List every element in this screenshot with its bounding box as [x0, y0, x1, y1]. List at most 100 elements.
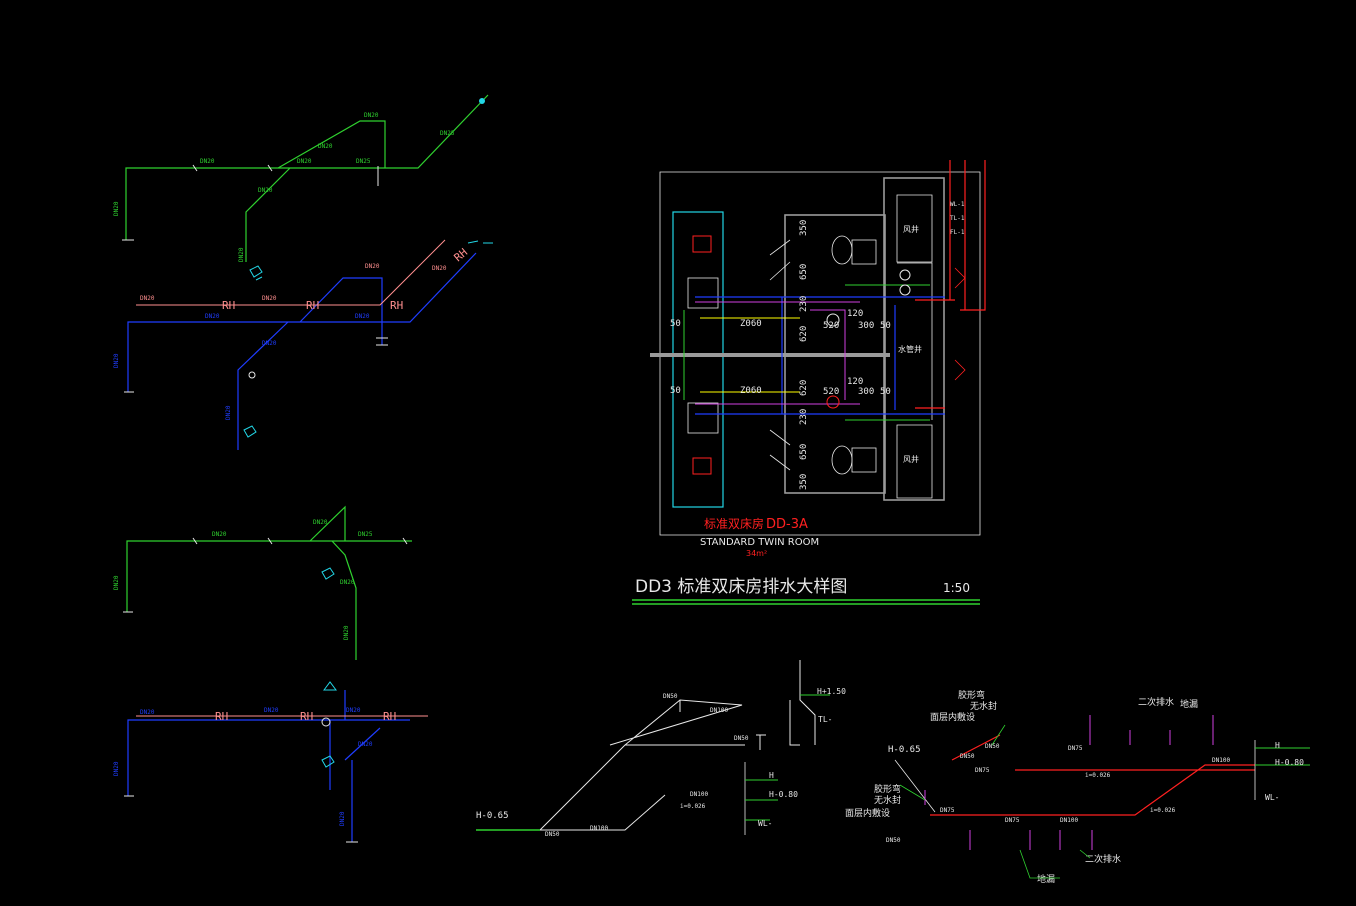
dim-z060: Z060 — [740, 386, 762, 396]
drainage-isometric-right: H-0.65 H H-0.80 WL- i=0.026 i=0.026 胶形弯 … — [845, 689, 1310, 885]
elev-h080: H-0.80 — [1275, 758, 1304, 767]
shaft-wall — [883, 177, 945, 501]
elev-h065: H-0.65 — [476, 811, 509, 821]
dim-120: 120 — [847, 377, 863, 387]
dim-520: 520 — [823, 321, 839, 331]
label-wl1: WL-1 — [950, 201, 965, 208]
dim-650: 650 — [799, 444, 809, 460]
dim-350: 350 — [799, 220, 809, 236]
isometric-hot-water-upper: RH RH RH RH DN20 DN20 DN20 DN20 DN20 DN2… — [113, 239, 493, 450]
dim-230: 230 — [799, 296, 809, 312]
elev-h: H — [1275, 741, 1280, 750]
label-dn20: DN20 — [364, 112, 379, 119]
label-dn50: DN50 — [663, 693, 678, 700]
label-slope: i=0.026 — [1085, 772, 1111, 779]
label-dn20: DN20 — [365, 263, 380, 270]
label-fl1: FL-1 — [950, 229, 965, 236]
label-dn75: DN75 — [940, 807, 955, 814]
label-trap: 胶形弯 — [874, 783, 901, 795]
plan-title-en: STANDARD TWIN ROOM — [700, 537, 819, 548]
plan-title-cn: 标准双床房 — [704, 516, 764, 531]
label-secondary-drain: 二次排水 — [1085, 853, 1121, 865]
dim-50: 50 — [670, 319, 681, 329]
dim-120: 120 — [847, 309, 863, 319]
dim-620: 620 — [799, 326, 809, 342]
plan-area: 34m² — [746, 549, 767, 558]
isometric-cold-water-upper: DN20 DN20 DN25 DN20 DN25 DN20 DN20 DN20 … — [113, 94, 489, 281]
label-no-seal: 无水封 — [970, 700, 997, 712]
label-dn20: DN20 — [225, 405, 232, 420]
dim-300: 300 — [858, 387, 874, 397]
label-wind-shaft: 风井 — [903, 224, 919, 234]
label-slope: i=0.026 — [1150, 807, 1176, 814]
label-rh: RH — [300, 710, 313, 723]
label-dn50: DN50 — [960, 753, 975, 760]
dim-650: 650 — [799, 264, 809, 280]
label-wl: WL- — [1265, 793, 1279, 802]
label-dn75: DN75 — [1005, 817, 1020, 824]
dim-620: 620 — [799, 380, 809, 396]
pipe-green-1 — [125, 94, 489, 262]
label-dn50: DN50 — [886, 837, 901, 844]
isometric-cold-water-lower: DN20 DN20 DN25 DN20 DN20 DN20 — [113, 505, 412, 660]
label-dn20: DN20 — [212, 531, 227, 538]
label-dn75: DN75 — [975, 767, 990, 774]
label-tl1: TL-1 — [950, 215, 965, 222]
label-dn20: DN20 — [140, 709, 155, 716]
dim-50: 50 — [670, 386, 681, 396]
label-dn20: DN20 — [264, 707, 279, 714]
label-dn20: DN20 — [113, 353, 120, 368]
dim-350: 350 — [799, 474, 809, 490]
label-dn100: DN100 — [1060, 817, 1078, 824]
plan-code: DD-3A — [766, 517, 808, 532]
label-rh: RH — [306, 299, 319, 312]
label-dn100: DN100 — [710, 707, 728, 714]
label-dn20: DN20 — [258, 187, 273, 194]
faucet-icon — [249, 265, 263, 281]
label-dn75: DN75 — [1068, 745, 1083, 752]
faucet-icon — [243, 425, 257, 438]
label-dn50: DN50 — [985, 743, 1000, 750]
label-dn20: DN20 — [200, 158, 215, 165]
label-slope: i=0.026 — [680, 803, 706, 810]
label-tl: TL- — [818, 715, 832, 724]
label-dn20: DN20 — [205, 313, 220, 320]
label-dn50: DN50 — [734, 735, 749, 742]
label-wl: WL- — [758, 819, 772, 828]
label-floor-drain: 地漏 — [1037, 873, 1055, 885]
faucet-icon — [321, 681, 337, 768]
label-dn20: DN20 — [297, 158, 312, 165]
floor-plan: WL-1 TL-1 FL-1 风井 水管井 风井 Z060 Z060 50 50… — [650, 160, 986, 558]
label-dn25: DN25 — [356, 158, 371, 165]
elev-h150: H+1.50 — [817, 687, 846, 696]
label-rh: RH — [222, 299, 235, 312]
label-dn20: DN20 — [339, 811, 346, 826]
label-dn20: DN20 — [313, 519, 328, 526]
label-trap: 胶形弯 — [958, 689, 985, 701]
isometric-hot-water-lower: RH RH RH DN20 DN20 DN20 DN20 DN20 DN20 — [113, 681, 428, 843]
label-dn20: DN20 — [262, 340, 277, 347]
label-rh: RH — [215, 710, 228, 723]
sheet-scale: 1:50 — [943, 581, 970, 595]
label-no-seal: 无水封 — [874, 794, 901, 806]
label-dn20: DN20 — [262, 295, 277, 302]
elev-h065: H-0.65 — [888, 745, 921, 755]
valve-circle — [248, 371, 256, 379]
bathroom-wall-left — [672, 211, 724, 508]
label-dn20: DN20 — [432, 265, 447, 272]
label-dn20: DN20 — [318, 143, 333, 150]
label-pipe-shaft: 水管井 — [898, 344, 922, 354]
dim-520: 520 — [823, 387, 839, 397]
label-floor-drain-layer: 面层内敷设 — [930, 711, 975, 723]
valve-mark — [467, 240, 493, 244]
label-dn20: DN20 — [340, 579, 355, 586]
label-secondary-drain: 二次排水 — [1138, 696, 1174, 708]
label-floor-drain-layer: 面层内敷设 — [845, 807, 890, 819]
label-dn20: DN20 — [343, 625, 350, 640]
sheet-title: DD3 标准双床房排水大样图 — [635, 577, 847, 597]
label-dn20: DN20 — [113, 761, 120, 776]
label-dn100: DN100 — [1212, 757, 1230, 764]
label-dn20: DN20 — [140, 295, 155, 302]
label-rh: RH — [383, 710, 396, 723]
